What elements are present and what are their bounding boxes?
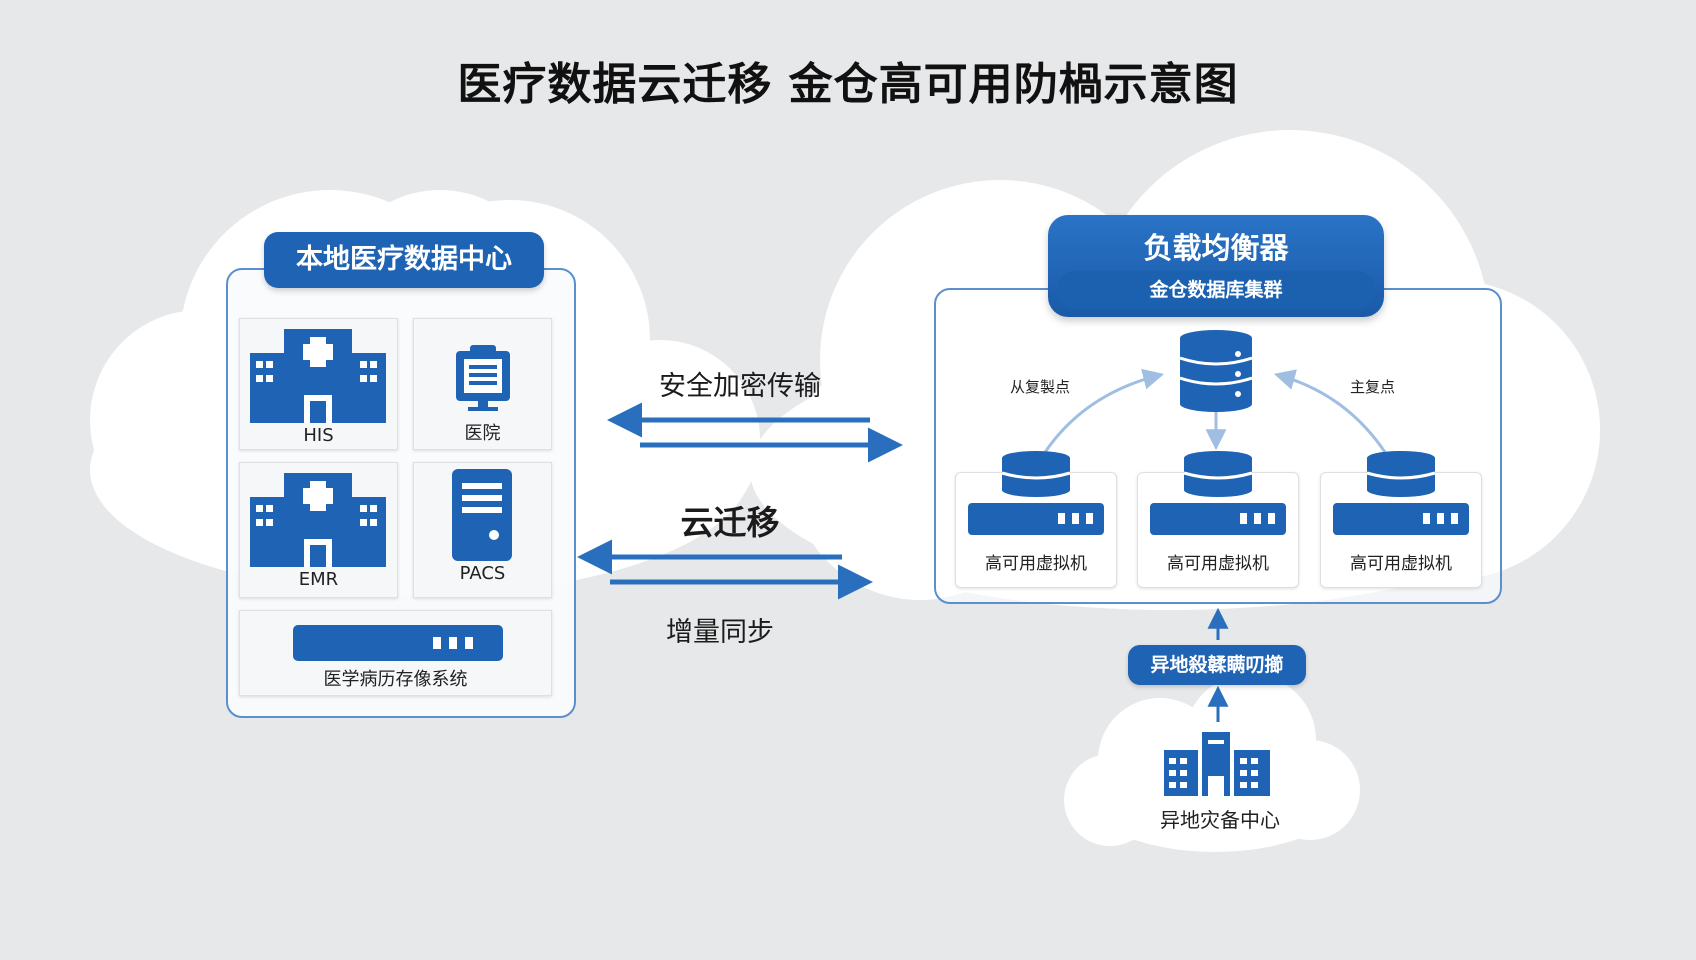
vm-card-3[interactable]: 高可用虚拟机: [1320, 451, 1482, 588]
offsite-backup-label[interactable]: 异地殺韖瞒叨擳: [1128, 645, 1306, 685]
tile-emr-label: EMR: [298, 569, 339, 590]
clipboard-monitor-icon: [456, 345, 510, 411]
database-icon: [1002, 451, 1070, 497]
server-bar-icon: [1150, 503, 1286, 535]
vm-card-1[interactable]: 高可用虚拟机: [955, 451, 1117, 588]
primary-database-icon: [1180, 330, 1252, 412]
page-title: 医疗数据云迁移 金仓高可用阞楇示意图: [457, 59, 1239, 110]
server-tower-icon: [452, 469, 512, 561]
tile-his-label: HIS: [303, 425, 334, 446]
tile-medical-records-storage[interactable]: 医学病历存像系统: [239, 610, 552, 696]
tile-pacs-label: PACS: [459, 563, 506, 584]
storage-label: 医学病历存像系统: [323, 669, 468, 690]
tile-hospital[interactable]: 医院: [413, 318, 552, 450]
hospital-building-icon: [250, 473, 386, 567]
server-bar-icon: [1333, 503, 1469, 535]
vm-label-3: 高可用虚拟机: [1350, 554, 1452, 574]
load-balancer-title: 负载均衡器: [1143, 231, 1289, 265]
master-node-label: 主复点: [1350, 378, 1396, 396]
dr-center-label: 异地灾备中心: [1160, 808, 1280, 832]
encrypted-transfer-label: 安全加密传输: [659, 371, 821, 402]
incremental-sync-label: 增量同步: [666, 617, 774, 648]
vm-card-2[interactable]: 高可用虚拟机: [1137, 451, 1299, 588]
transfer-arrows: [577, 402, 903, 600]
tile-pacs[interactable]: PACS: [413, 462, 552, 598]
database-icon: [1367, 451, 1435, 497]
load-balancer-box[interactable]: 负载均衡器 金仓数据库集群: [1048, 215, 1384, 317]
dr-buildings-icon: [1164, 732, 1270, 796]
cluster-name: 金仓数据库集群: [1058, 271, 1374, 309]
tile-hospital-label: 医院: [464, 423, 501, 444]
local-center-title: 本地医疗数据中心: [264, 232, 544, 288]
server-bar-icon: [968, 503, 1104, 535]
vm-label-2: 高可用虚拟机: [1167, 554, 1269, 574]
storage-bar-icon: [293, 625, 503, 661]
database-icon: [1184, 451, 1252, 497]
vm-label-1: 高可用虚拟机: [985, 554, 1087, 574]
cloud-migration-label: 云迁移: [680, 503, 780, 542]
tile-his[interactable]: HIS: [239, 318, 398, 450]
slave-node-label: 从复製点: [1010, 378, 1071, 396]
tile-emr[interactable]: EMR: [239, 462, 398, 598]
hospital-building-icon: [250, 329, 386, 423]
